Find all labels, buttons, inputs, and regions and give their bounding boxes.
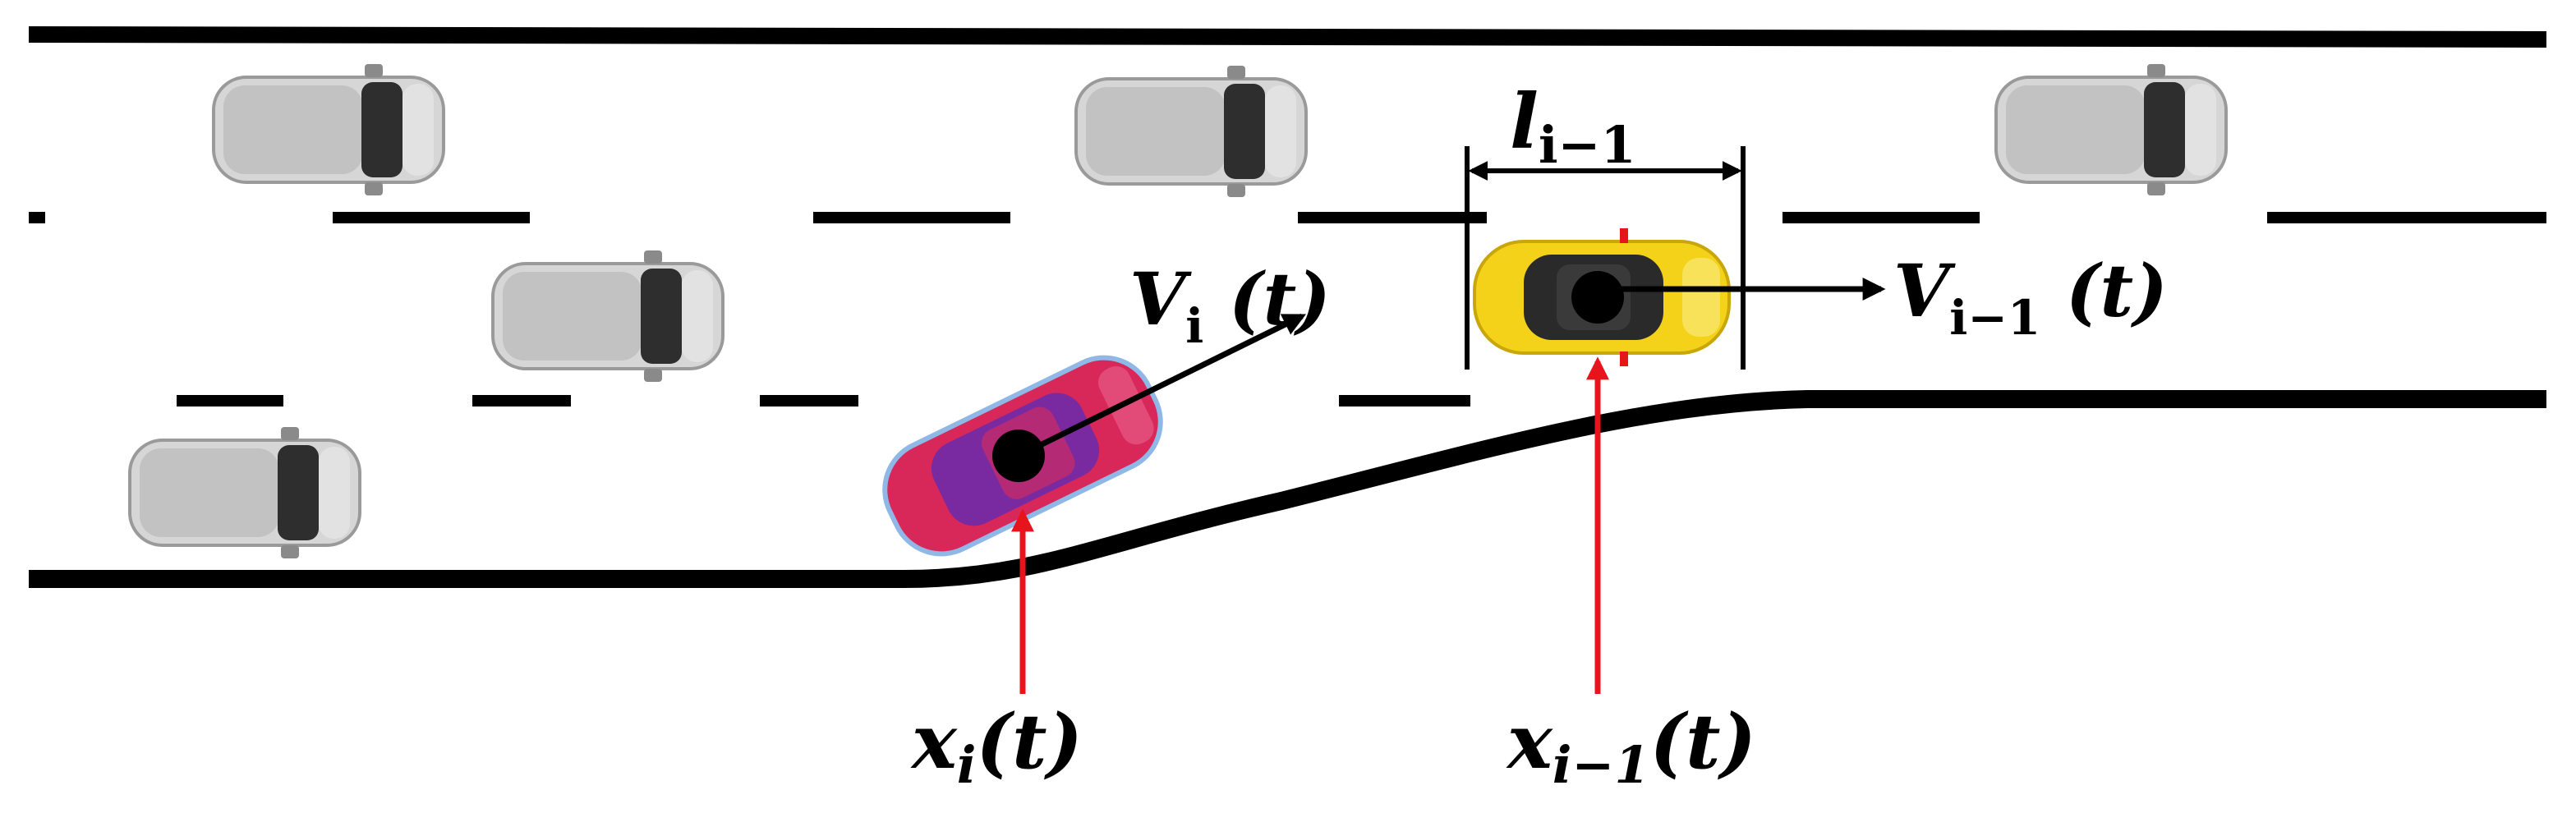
gray-car-icon	[1074, 64, 1308, 199]
follower-position-label: xi(t)	[910, 697, 1083, 795]
leader-velocity-label: Vi−1 (t)	[1893, 248, 2168, 346]
leader-center-dot	[1571, 271, 1624, 324]
gray-car-icon	[212, 62, 445, 197]
road	[28, 26, 2547, 588]
gray-car-icon	[491, 249, 724, 384]
follower-velocity-label: Vi (t)	[1129, 256, 1331, 354]
length-label: li−1	[1510, 77, 1636, 175]
road-bottom-edge	[29, 390, 2546, 588]
road-top-edge	[28, 26, 2547, 48]
gray-car-icon	[128, 425, 361, 560]
leader-position-label: xi−1(t)	[1506, 697, 1756, 795]
length-dimension	[1465, 146, 1746, 370]
follower-velocity-arrow	[1017, 313, 1307, 459]
gray-car-icon	[1994, 62, 2228, 197]
